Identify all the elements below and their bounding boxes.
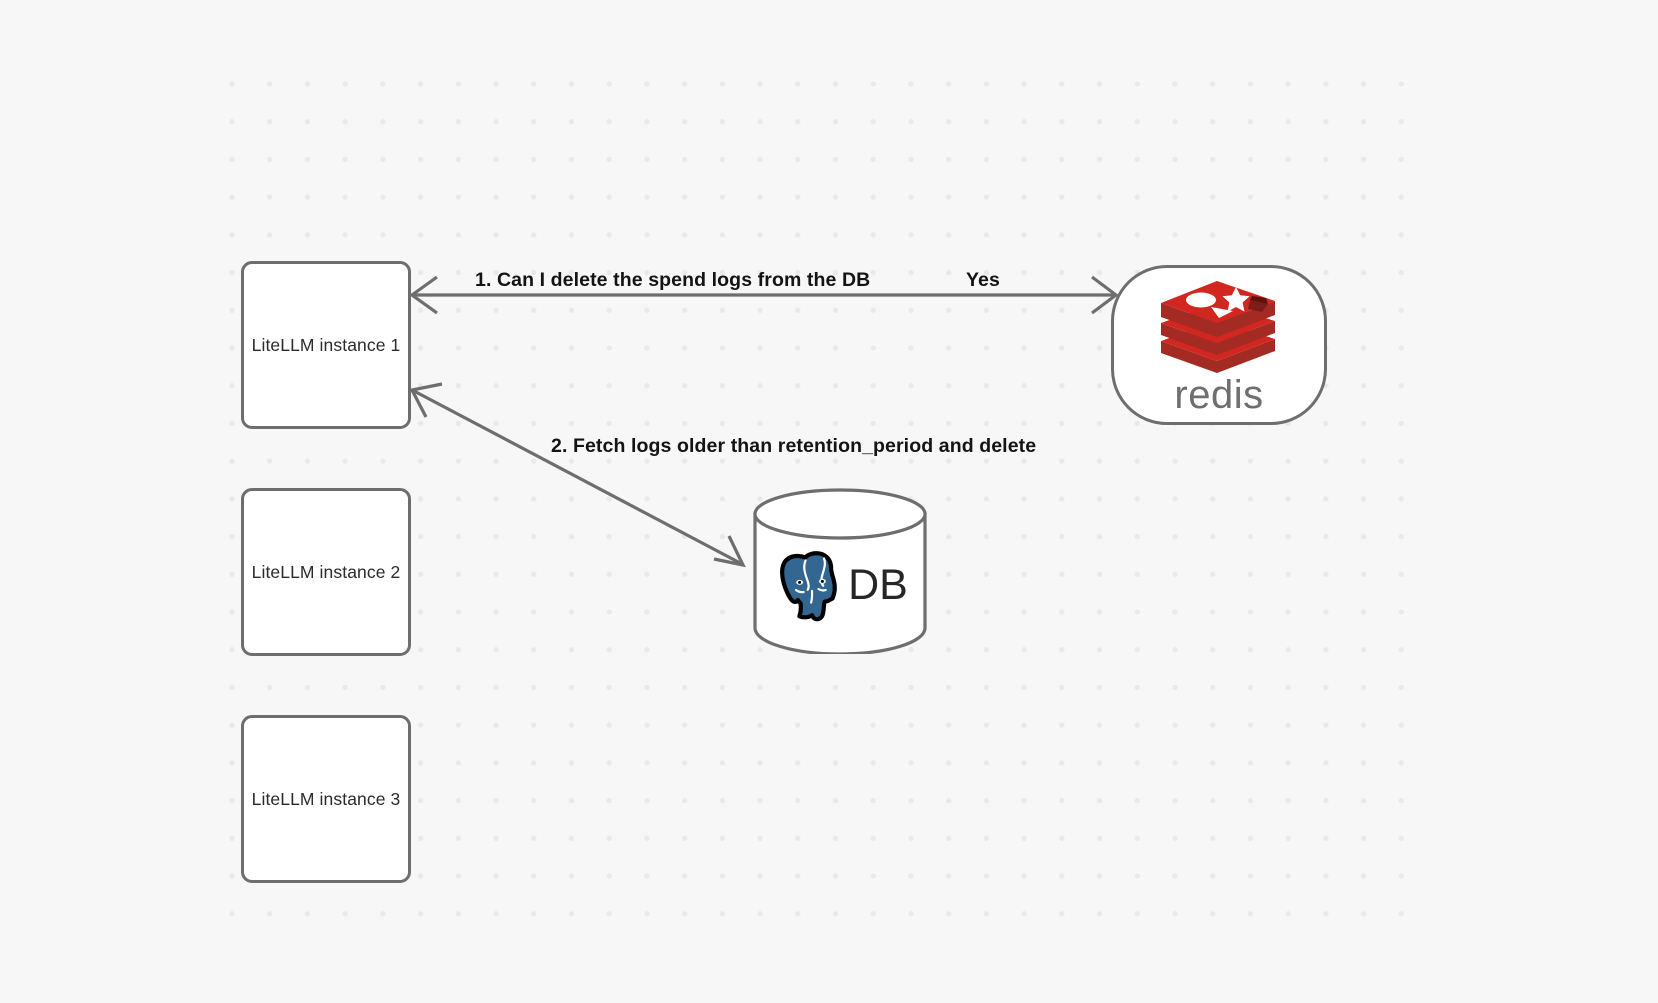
cylinder-shape bbox=[753, 488, 927, 654]
node-redis[interactable]: redis bbox=[1111, 265, 1327, 425]
edge-1-arrowhead-left bbox=[409, 275, 438, 315]
edge-2-line bbox=[413, 389, 743, 566]
node-litellm-instance-3-label: LiteLLM instance 3 bbox=[251, 788, 401, 809]
edge-2-arrowhead-upper bbox=[409, 382, 443, 418]
edge-1-label: 1. Can I delete the spend logs from the … bbox=[475, 269, 871, 291]
svg-text:redis: redis bbox=[1174, 375, 1263, 417]
edge-2-arrowhead-lower bbox=[713, 535, 746, 568]
node-litellm-instance-1[interactable]: LiteLLM instance 1 bbox=[241, 261, 411, 429]
redis-logo-icon bbox=[1161, 281, 1275, 373]
node-litellm-instance-1-label: LiteLLM instance 1 bbox=[251, 334, 401, 355]
node-litellm-instance-2[interactable]: LiteLLM instance 2 bbox=[241, 488, 411, 656]
node-litellm-instance-3[interactable]: LiteLLM instance 3 bbox=[241, 715, 411, 883]
node-litellm-instance-2-label: LiteLLM instance 2 bbox=[251, 561, 401, 582]
database-label: DB bbox=[848, 560, 908, 609]
redis-wordmark: redis bbox=[1174, 375, 1263, 417]
edge-2-label: 2. Fetch logs older than retention_perio… bbox=[551, 435, 1037, 457]
edge-1-return-label: Yes bbox=[966, 269, 1000, 291]
postgresql-elephant-icon bbox=[780, 551, 837, 622]
node-database[interactable]: DB bbox=[752, 488, 928, 654]
